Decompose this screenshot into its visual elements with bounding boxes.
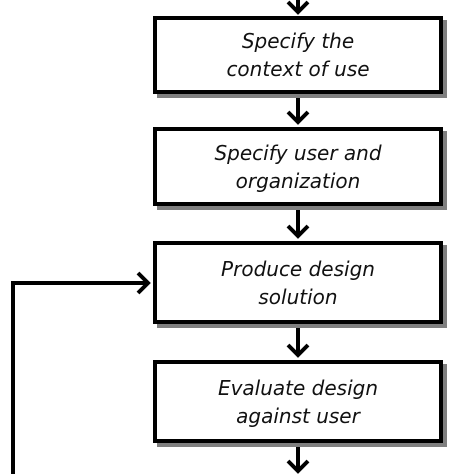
arrowhead-incoming-top xyxy=(286,0,310,15)
step-box-specify-user: Specify user and organization xyxy=(153,127,443,206)
arrowhead-outgoing-bottom xyxy=(286,459,310,474)
step-2-line-1: Specify user and xyxy=(214,140,382,165)
step-3-line-1: Produce design xyxy=(221,256,375,281)
step-1-line-2: context of use xyxy=(226,57,370,81)
arrowhead-feedback-loop xyxy=(136,271,151,295)
step-1-line-1: Specify the xyxy=(241,29,355,53)
arrowhead-step3-to-step4 xyxy=(286,343,310,358)
arrowhead-step2-to-step3 xyxy=(286,224,310,239)
arrowhead-step1-to-step2 xyxy=(286,110,310,125)
step-4-line-2: against user xyxy=(236,403,360,428)
step-box-produce-design: Produce design solution xyxy=(153,241,443,324)
step-4-line-1: Evaluate design xyxy=(217,375,379,400)
step-2-line-2: organization xyxy=(235,168,361,193)
step-box-specify-context: Specify the context of use xyxy=(153,16,443,94)
step-3-line-2: solution xyxy=(258,284,338,309)
step-box-evaluate-design: Evaluate design against user xyxy=(153,360,443,443)
feedback-loop-line xyxy=(11,281,148,474)
